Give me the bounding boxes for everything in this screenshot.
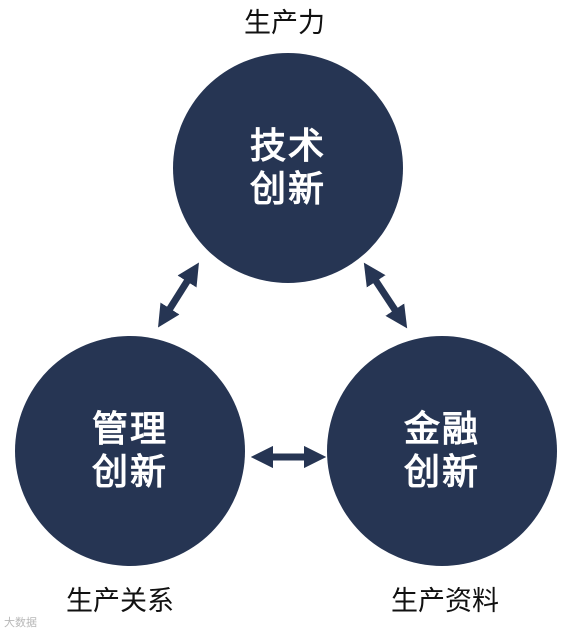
tech-finance-arrow: [363, 262, 408, 329]
management-innovation-line1: 管理: [91, 408, 168, 450]
productivity-label: 生产力: [244, 8, 325, 39]
tech-management-arrow: [158, 262, 199, 328]
management-innovation-node: 管理 创新: [15, 336, 245, 566]
management-innovation-line2: 创新: [91, 452, 168, 493]
tech-innovation-node: 技术 创新: [173, 53, 403, 283]
finance-innovation-node: 金融 创新: [327, 336, 557, 566]
finance-innovation-line2: 创新: [403, 452, 480, 493]
finance-innovation-line1: 金融: [403, 408, 480, 450]
watermark: 大数据: [4, 616, 37, 629]
means-of-production-label: 生产资料: [391, 586, 499, 617]
tech-innovation-line1: 技术: [249, 125, 326, 167]
tech-innovation-line2: 创新: [249, 169, 326, 210]
relations-of-production-label: 生产关系: [66, 586, 174, 617]
